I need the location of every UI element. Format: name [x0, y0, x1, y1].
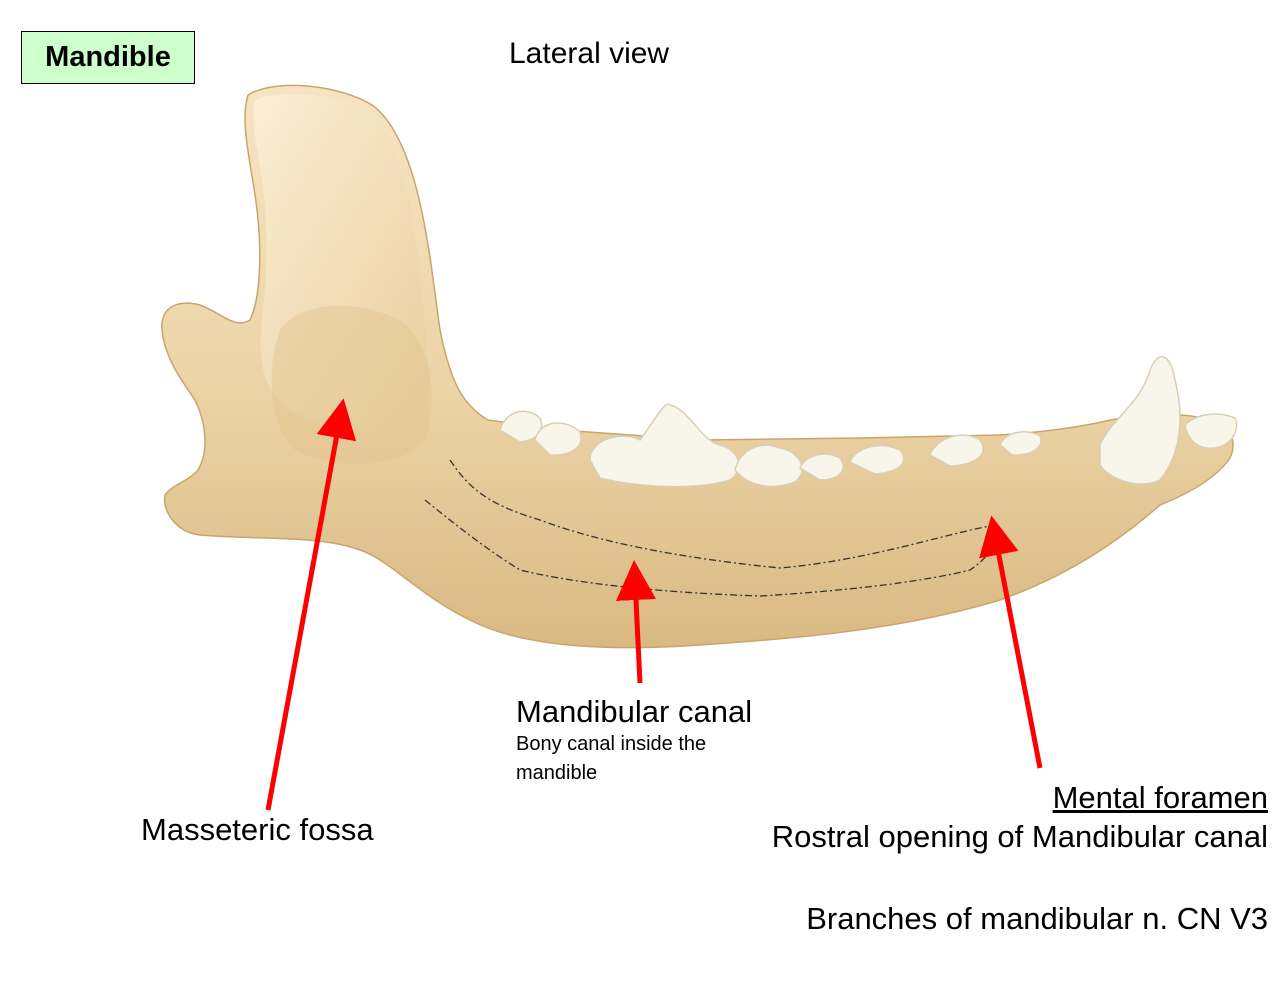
tooth [499, 410, 543, 443]
tooth [589, 403, 740, 488]
label-mandibular-canal-desc-2: mandible [516, 762, 598, 784]
tooth [534, 422, 582, 456]
arrow-mandibular-canal [615, 560, 656, 684]
incisor-tooth [1184, 413, 1238, 450]
label-mandibular-canal: Mandibular canal [516, 694, 753, 729]
tooth [929, 434, 984, 467]
label-mandibular-canal-desc-1: Bony canal inside the [516, 733, 707, 755]
canal-lower-edge [424, 499, 996, 597]
masseteric-fossa [271, 306, 432, 464]
canal-upper-edge [449, 459, 996, 569]
view-label: Lateral view [509, 37, 670, 70]
label-mental-foramen-desc: Rostral opening of Mandibular canal [771, 819, 1268, 854]
arrow-masseteric-fossa [265, 398, 357, 811]
mandibular-canal-outline [424, 459, 996, 597]
title-box: Mandible [21, 31, 195, 84]
label-masseteric-fossa: Masseteric fossa [141, 812, 374, 847]
arrow-mental-foramen [979, 515, 1043, 769]
tooth [999, 431, 1042, 456]
ramus [253, 93, 429, 431]
tooth [734, 444, 803, 488]
tooth [849, 444, 905, 475]
canine-tooth [1099, 356, 1181, 485]
mandible-bone [161, 84, 1234, 649]
diagram-title: Mandible [45, 41, 171, 73]
label-branches: Branches of mandibular n. CN V3 [806, 901, 1268, 936]
teeth [499, 356, 1238, 488]
tooth [799, 453, 844, 481]
label-mental-foramen: Mental foramen [1052, 780, 1268, 815]
